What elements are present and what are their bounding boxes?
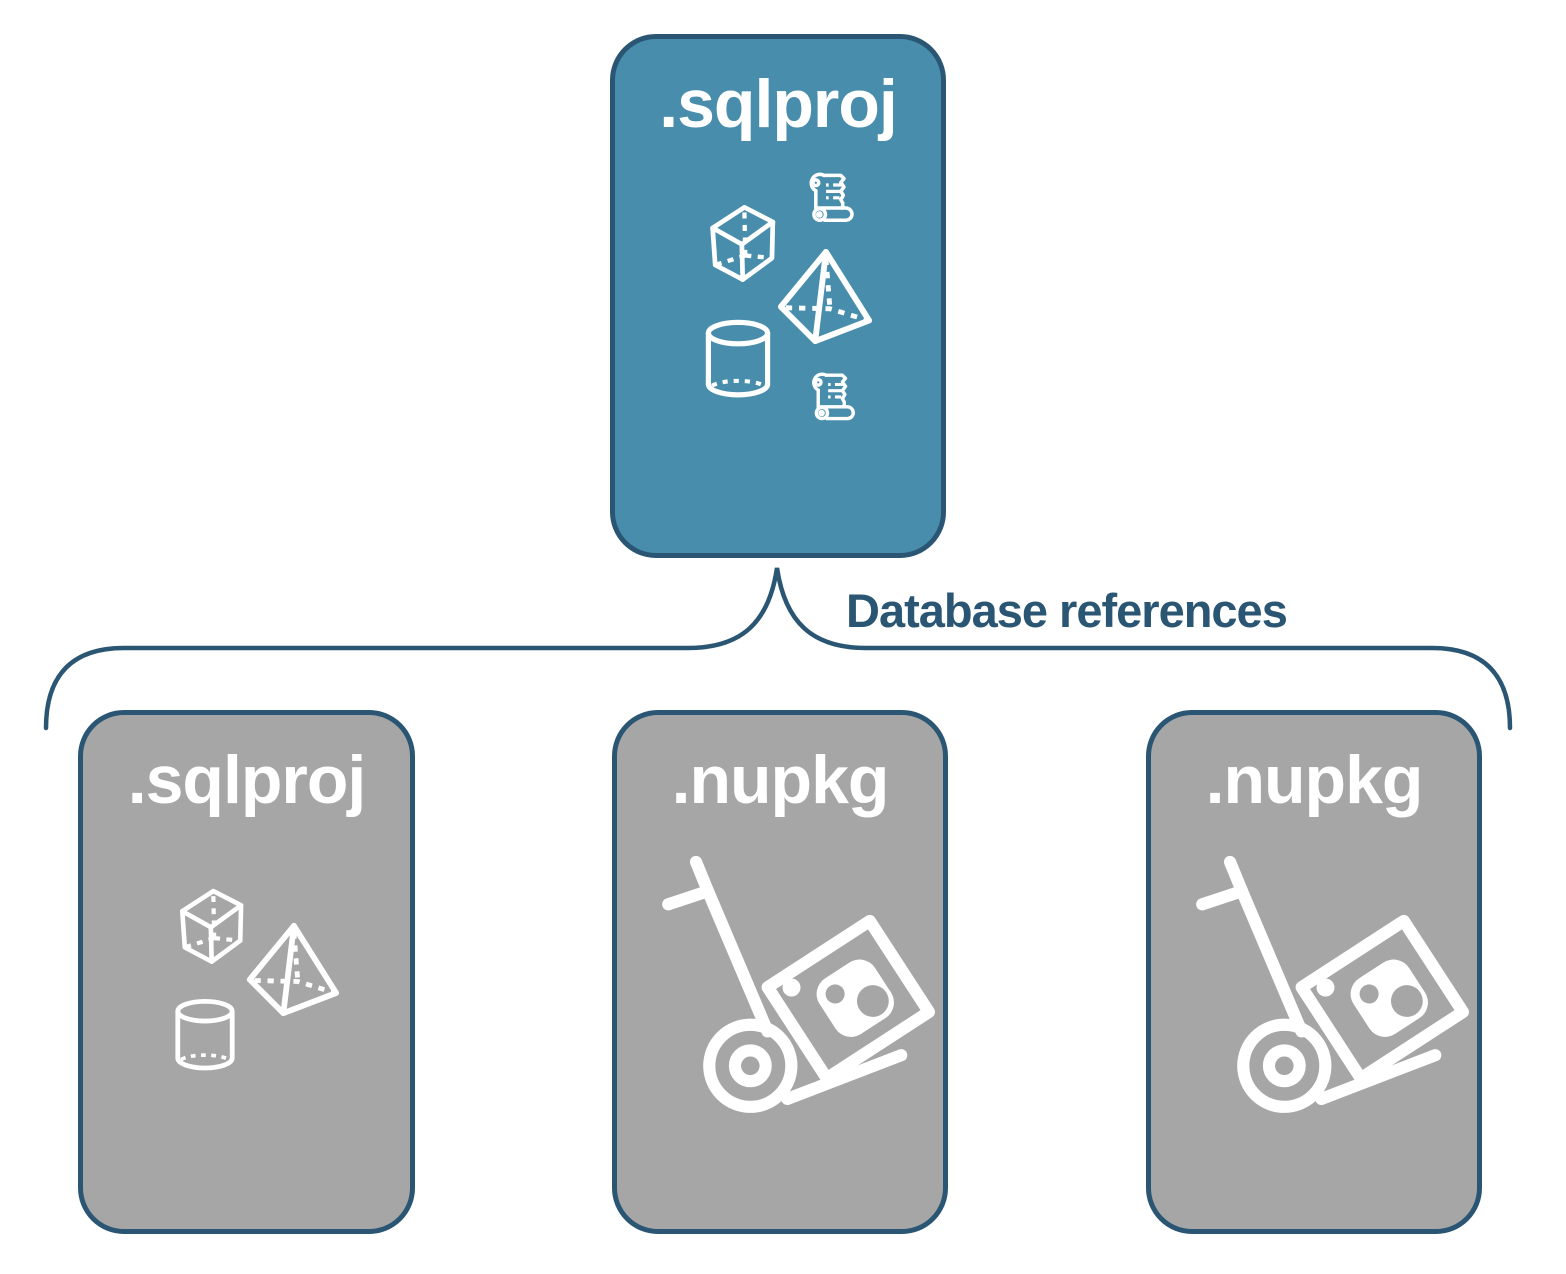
reference-box-nupkg-2: .nupkg — [1146, 710, 1482, 1234]
pyramid-icon — [771, 247, 877, 345]
nuget-logo — [782, 959, 894, 1037]
cylinder-icon — [171, 993, 239, 1077]
root-box-sqlproj: .sqlproj — [610, 34, 946, 558]
cylinder-icon — [701, 315, 775, 403]
reference-box-title: .sqlproj — [127, 742, 367, 818]
handtruck-package-icon — [655, 843, 935, 1188]
reference-box-sqlproj: .sqlproj — [78, 710, 415, 1234]
handtruck-package-icon — [1189, 843, 1469, 1188]
scroll-icon — [799, 369, 861, 431]
root-box-title: .sqlproj — [659, 66, 898, 142]
cube-icon — [167, 881, 253, 965]
reference-box-nupkg-1: .nupkg — [612, 710, 948, 1234]
brace-connector — [40, 556, 1520, 741]
pyramid-icon — [241, 921, 343, 1017]
database-references-label: Database references — [846, 584, 1288, 637]
reference-box-title: .nupkg — [671, 742, 890, 818]
scroll-icon — [795, 169, 861, 233]
reference-box-title: .nupkg — [1205, 742, 1424, 818]
cube-icon — [697, 197, 785, 283]
nuget-logo — [1316, 959, 1428, 1037]
